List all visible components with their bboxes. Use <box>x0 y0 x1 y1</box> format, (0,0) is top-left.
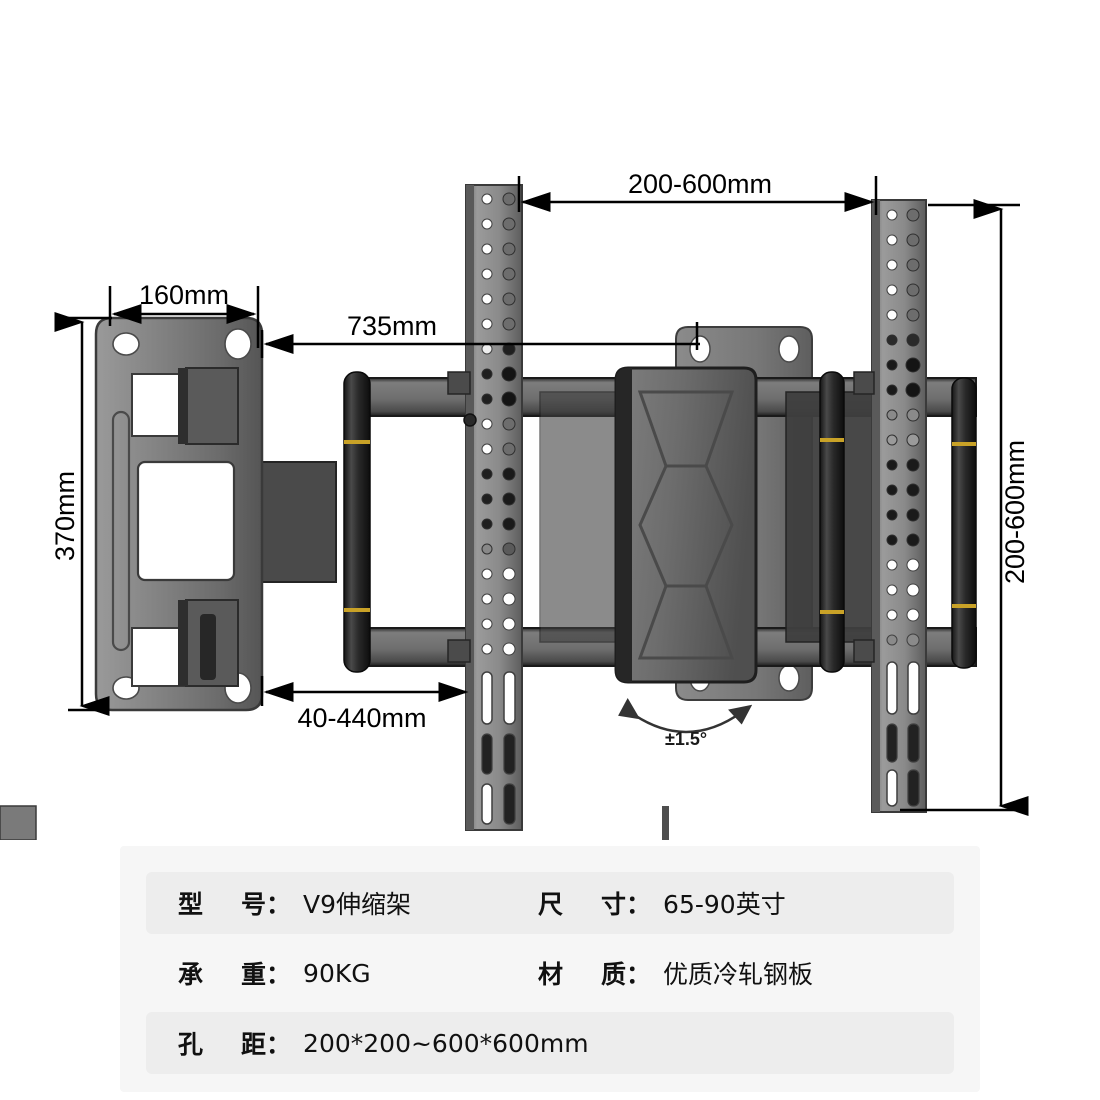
spec-value-capacity: 90KG <box>303 958 371 988</box>
spec-value-material: 优质冷轧钢板 <box>663 960 814 989</box>
spec-colon-capacity: ： <box>266 960 292 989</box>
dimension-bottom-40-440: 40-440mm <box>260 676 469 733</box>
bracket-technical-drawing: 200-600mm 160mm 735mm 370mm <box>0 169 1030 840</box>
spec-label-size-b: 寸 <box>601 890 627 919</box>
spec-label-hole-b: 距 <box>241 1030 267 1059</box>
pivot-post-mid-left <box>343 371 371 673</box>
tv-rail-left-slots <box>481 671 516 825</box>
dimension-right-200-600: 200-600mm <box>900 199 1030 816</box>
tv-rail-left-holes <box>481 192 517 656</box>
dimension-label-370: 370mm <box>50 471 80 561</box>
pivot-post-mid-right <box>819 371 845 673</box>
spec-row: 型 号 ： V9伸缩架 尺 寸 ： 65-90英寸 <box>146 872 954 934</box>
spec-colon-model: ： <box>266 890 292 919</box>
dimension-label-top: 200-600mm <box>628 169 772 199</box>
spec-colon-size: ： <box>626 890 652 919</box>
dimension-plate-width-160: 160mm <box>108 280 260 348</box>
spec-value-hole: 200*200~600*600mm <box>303 1028 589 1058</box>
spec-label-capacity-b: 重 <box>241 960 267 989</box>
wall-plate-hole <box>224 328 252 360</box>
spec-colon-hole: ： <box>266 1030 292 1059</box>
tilt-arc-icon <box>618 698 753 734</box>
dimension-label-right-vertical: 200-600mm <box>1000 440 1030 584</box>
dimension-label-735: 735mm <box>347 311 437 341</box>
spec-label-hole-a: 孔 <box>178 1030 204 1059</box>
annotation-tilt-angle: ±1.5° <box>618 698 753 749</box>
dimension-label-40-440: 40-440mm <box>297 703 426 733</box>
spec-colon-material: ： <box>626 960 652 989</box>
dimension-label-tilt: ±1.5° <box>665 729 707 749</box>
spec-label-model-a: 型 <box>178 890 204 919</box>
wall-plate-hole <box>112 332 140 356</box>
dimension-plate-height-370: 370mm <box>50 312 112 716</box>
spec-row: 孔 距 ： 200*200~600*600mm <box>146 1012 954 1074</box>
spec-cell-material: 材 质 ： 优质冷轧钢板 <box>538 955 813 991</box>
tv-rail-right-slots <box>886 661 920 807</box>
specification-panel: 型 号 ： V9伸缩架 尺 寸 ： 65-90英寸 承 重 ： 90KG <box>120 846 980 1092</box>
spec-value-model: V9伸缩架 <box>303 890 412 919</box>
dimension-735: 735mm <box>260 311 700 358</box>
tv-rail-right <box>853 199 927 813</box>
spec-cell-size: 尺 寸 ： 65-90英寸 <box>538 885 786 921</box>
spec-row: 承 重 ： 90KG 材 质 ： 优质冷轧钢板 <box>146 942 954 1004</box>
spec-label-material-a: 材 <box>538 960 564 989</box>
center-tilt-plate <box>614 366 758 684</box>
spec-cell-capacity: 承 重 ： 90KG <box>178 955 538 991</box>
center-bottom-stub <box>0 805 669 840</box>
spec-label-model-b: 号 <box>241 890 267 919</box>
dimension-label-plate-width: 160mm <box>139 280 229 310</box>
tv-rail-left <box>447 184 523 831</box>
tv-rail-right-holes <box>886 208 921 647</box>
spec-label-size-a: 尺 <box>538 890 564 919</box>
dimension-top-200-600: 200-600mm <box>517 169 878 215</box>
spec-cell-hole-pattern: 孔 距 ： 200*200~600*600mm <box>178 1025 589 1061</box>
wall-mount-plate <box>94 316 264 712</box>
spec-label-capacity-a: 承 <box>178 960 204 989</box>
spec-value-size: 65-90英寸 <box>663 890 786 919</box>
pivot-post-right-rail <box>951 377 977 669</box>
spec-label-material-b: 质 <box>601 960 627 989</box>
spec-cell-model: 型 号 ： V9伸缩架 <box>178 885 538 921</box>
